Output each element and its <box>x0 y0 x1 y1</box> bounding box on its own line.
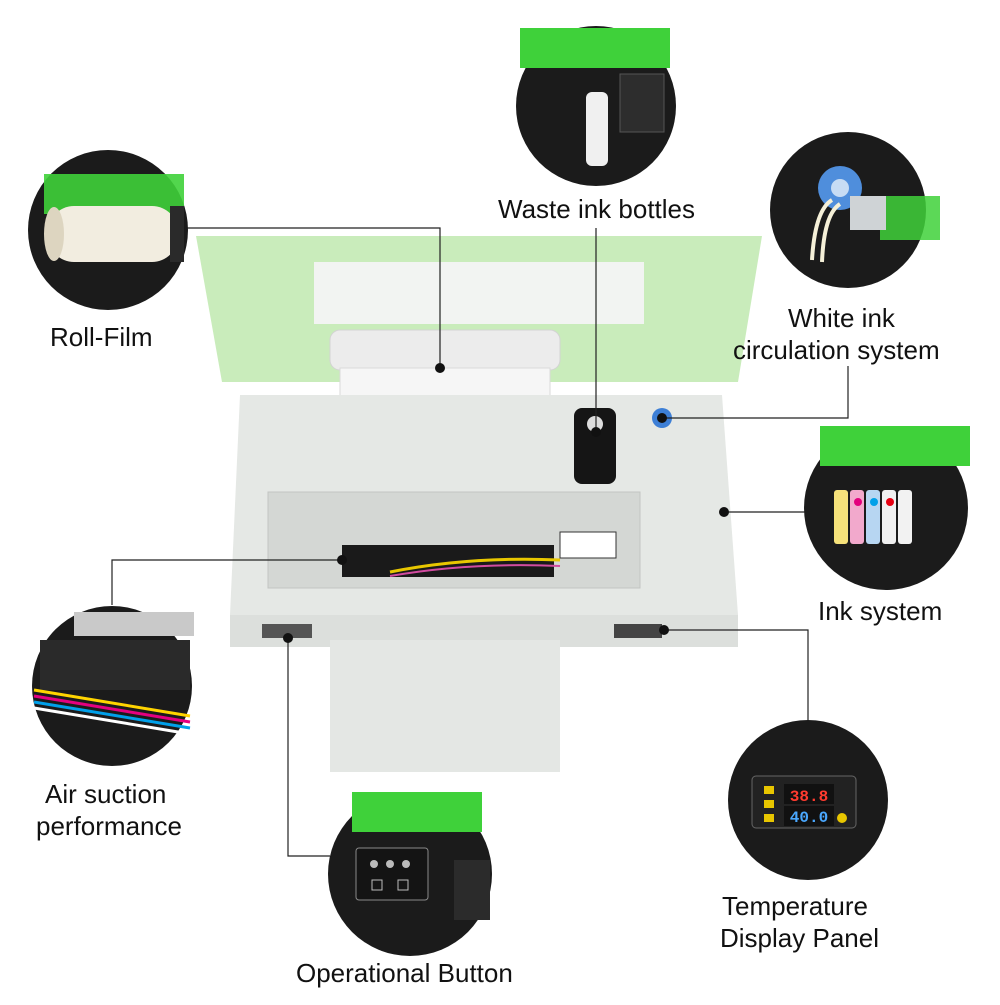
white-ink-dot <box>657 413 667 423</box>
lid-roll <box>329 329 561 371</box>
air-suction-detail-circle <box>32 606 194 766</box>
temp-detail-circle: 38.8 40.0 <box>728 720 888 880</box>
suction-platform <box>342 545 554 577</box>
waste-dot <box>591 427 601 437</box>
label-air-suction-line1: Air suction <box>45 779 167 809</box>
connector-dots <box>283 363 729 643</box>
ink-system-dot <box>719 507 729 517</box>
output-tray <box>330 640 560 772</box>
connector-lines <box>111 227 849 857</box>
temp-upper-readout: 38.8 <box>790 788 828 806</box>
ink-cartridges <box>559 531 617 559</box>
air-suction-line <box>111 559 342 605</box>
air-suction-dot <box>337 555 347 565</box>
roll-film-detail-circle <box>28 150 188 310</box>
label-temperature-line1: Temperature <box>722 891 868 921</box>
label-air-suction-line2: performance <box>36 811 182 841</box>
temp-line <box>664 629 809 722</box>
label-white-ink-line1: White ink <box>788 303 895 333</box>
button-dot <box>283 633 293 643</box>
label-operational-button: Operational Button <box>296 958 513 988</box>
label-roll-film: Roll-Film <box>50 322 153 352</box>
button-detail-circle <box>328 792 492 956</box>
printer-illustration <box>196 236 762 772</box>
roll-film-dot <box>435 363 445 373</box>
temp-dot <box>659 625 669 635</box>
ink-tube-2 <box>389 564 561 577</box>
label-ink-system: Ink system <box>818 596 943 626</box>
waste-bottle-inset <box>574 408 616 484</box>
temp-panel-inset <box>614 624 662 638</box>
label-waste-ink-bottles: Waste ink bottles <box>498 194 696 224</box>
lid-window <box>314 262 644 324</box>
ink-tubes <box>389 557 561 574</box>
button-panel-inset <box>262 624 312 638</box>
temp-lower-readout: 40.0 <box>790 809 828 827</box>
white-ink-line <box>662 366 849 419</box>
label-white-ink-line2: circulation system <box>733 335 940 365</box>
roll-film-line <box>178 227 441 368</box>
ink-system-detail-circle <box>804 426 970 590</box>
button-line <box>287 638 330 857</box>
white-ink-detail-circle <box>770 132 940 288</box>
waste-detail-circle <box>516 26 676 186</box>
label-temperature-line2: Display Panel <box>720 923 879 953</box>
